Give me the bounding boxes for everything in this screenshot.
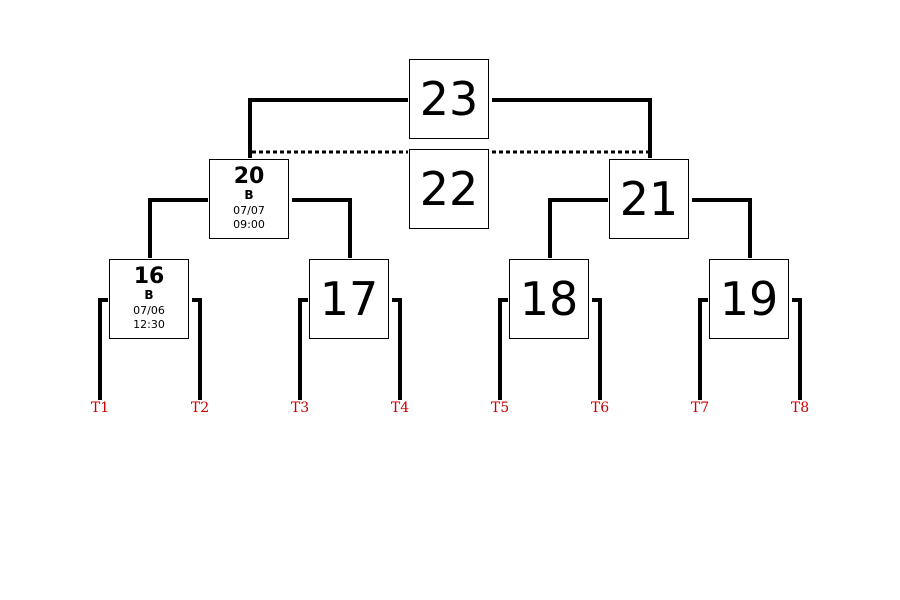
match-number: 22 [419, 162, 479, 216]
match-17: 17 [309, 259, 389, 339]
bracket-line-18-21 [548, 198, 608, 258]
bracket-line-t1 [98, 298, 108, 400]
bracket-line-17-20 [292, 198, 352, 258]
team-label-t1: T1 [90, 400, 110, 416]
match-number: 23 [419, 72, 479, 126]
match-21: 21 [609, 159, 689, 239]
match-date: 07/06 [133, 304, 165, 318]
match-code: B [244, 188, 254, 203]
match-20: 20 B 07/07 09:00 [209, 159, 289, 239]
match-23: 23 [409, 59, 489, 139]
match-19: 19 [709, 259, 789, 339]
match-18: 18 [509, 259, 589, 339]
bracket-line-t7 [698, 298, 708, 400]
bracket-line-t3 [298, 298, 308, 400]
team-label-t7: T7 [690, 400, 710, 416]
match-time: 12:30 [133, 318, 165, 332]
match-time: 09:00 [233, 218, 265, 232]
team-label-t5: T5 [490, 400, 510, 416]
team-label-t2: T2 [190, 400, 210, 416]
team-label-t6: T6 [590, 400, 610, 416]
match-number: 16 [133, 264, 165, 290]
match-number: 20 [233, 164, 265, 190]
match-date: 07/07 [233, 204, 265, 218]
bracket-line-t8 [792, 298, 802, 400]
match-number: 19 [719, 272, 779, 326]
team-label-t3: T3 [290, 400, 310, 416]
bracket-line-t5 [498, 298, 508, 400]
bracket-line-t6 [592, 298, 602, 400]
match-number: 21 [619, 172, 679, 226]
match-16: 16 B 07/06 12:30 [109, 259, 189, 339]
bracket-line-20-23 [248, 98, 408, 158]
bracket-line-t2 [192, 298, 202, 400]
bracket-line-16-20 [148, 198, 208, 258]
team-label-t4: T4 [390, 400, 410, 416]
match-number: 18 [519, 272, 579, 326]
bracket-line-21-23 [492, 98, 652, 158]
match-number: 17 [319, 272, 379, 326]
bracket-line-19-21 [692, 198, 752, 258]
match-22: 22 [409, 149, 489, 229]
team-label-t8: T8 [790, 400, 810, 416]
match-code: B [144, 288, 154, 303]
bracket-line-t4 [392, 298, 402, 400]
